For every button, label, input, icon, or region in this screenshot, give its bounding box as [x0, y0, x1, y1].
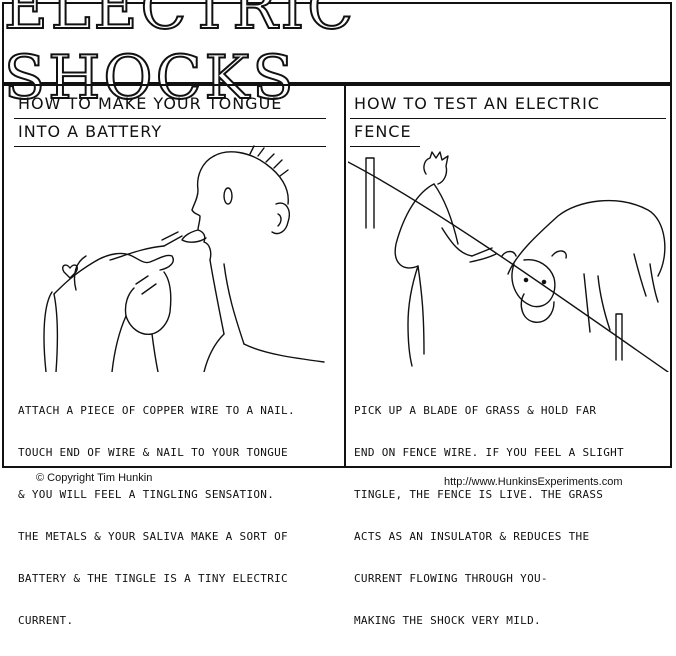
left-heading-line2: INTO A BATTERY	[18, 122, 163, 141]
left-caption-line: ATTACH A PIECE OF COPPER WIRE TO A NAIL.	[18, 404, 295, 417]
left-caption-line: BATTERY & THE TINGLE IS A TINY ELECTRIC	[18, 572, 288, 585]
panel-divider	[344, 86, 346, 466]
left-caption-line: TOUCH END OF WIRE & NAIL TO YOUR TONGUE	[18, 446, 288, 459]
left-caption-line: THE METALS & YOUR SALIVA MAKE A SORT OF	[18, 530, 288, 543]
electric-fence-illustration	[348, 151, 669, 372]
right-caption-line: END ON FENCE WIRE. IF YOU FEEL A SLIGHT	[354, 446, 624, 459]
left-caption-line: CURRENT.	[18, 614, 74, 627]
right-caption-line: CURRENT FLOWING THROUGH YOU-	[354, 572, 548, 585]
page-title: ELECTRIC SHOCKS	[3, 0, 357, 114]
title-box: ELECTRIC SHOCKS	[2, 0, 672, 114]
website-link[interactable]: http://www.HunkinsExperiments.com	[444, 476, 623, 488]
left-heading-line1: HOW TO MAKE YOUR TONGUE	[18, 94, 283, 113]
right-caption-line: PICK UP A BLADE OF GRASS & HOLD FAR	[354, 404, 597, 417]
right-caption-line: ACTS AS AN INSULATOR & REDUCES THE	[354, 530, 590, 543]
right-caption-line: TINGLE, THE FENCE IS LIVE. THE GRASS	[354, 488, 604, 501]
right-heading-underline2	[350, 146, 420, 147]
right-heading-underline1	[350, 118, 666, 119]
left-caption-line: & YOU WILL FEEL A TINGLING SENSATION.	[18, 488, 275, 501]
right-heading-line1: HOW TO TEST AN ELECTRIC	[354, 94, 600, 113]
copyright-text: © Copyright Tim Hunkin	[36, 472, 153, 484]
right-heading-line2: FENCE	[354, 122, 412, 141]
right-caption: PICK UP A BLADE OF GRASS & HOLD FAR END …	[354, 376, 624, 656]
left-heading-underline2	[14, 146, 326, 147]
left-heading-underline1	[14, 118, 326, 119]
comic-panels: HOW TO MAKE YOUR TONGUE INTO A BATTERY	[2, 84, 672, 627]
left-caption: ATTACH A PIECE OF COPPER WIRE TO A NAIL.…	[18, 376, 295, 656]
right-caption-line: MAKING THE SHOCK VERY MILD.	[354, 614, 541, 627]
tongue-battery-illustration	[43, 145, 325, 372]
